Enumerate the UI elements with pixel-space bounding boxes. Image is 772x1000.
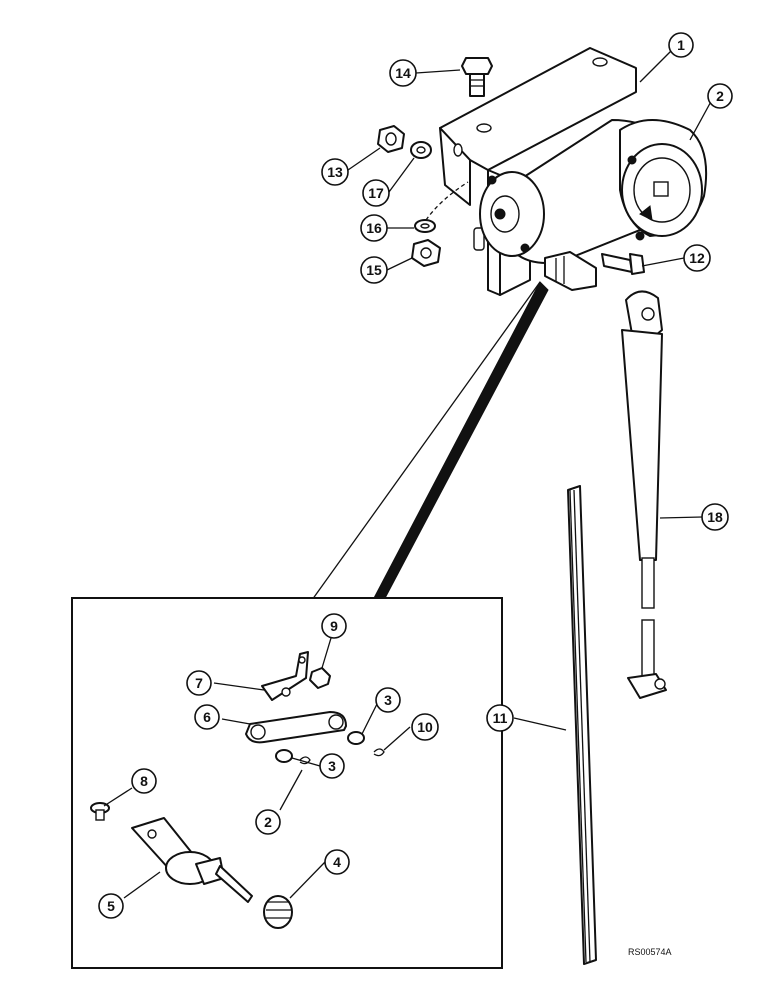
svg-text:10: 10	[417, 719, 433, 735]
crank-7	[261, 651, 309, 701]
svg-text:17: 17	[368, 185, 384, 201]
svg-text:4: 4	[333, 854, 341, 870]
bolt-14	[461, 57, 493, 97]
callout-1: 1	[668, 32, 694, 58]
svg-text:3: 3	[384, 692, 392, 708]
svg-text:18: 18	[707, 509, 723, 525]
wiper-arm	[621, 290, 667, 699]
callout-3-upper: 3	[375, 687, 401, 713]
assembly-line	[425, 181, 469, 221]
washer-3b	[275, 749, 293, 763]
nut-13	[377, 125, 405, 153]
callout-7: 7	[186, 670, 212, 696]
svg-text:1: 1	[677, 37, 685, 53]
clip-2	[299, 756, 311, 765]
leader-lines	[103, 47, 715, 899]
callout-17: 17	[362, 179, 390, 207]
callout-2: 2	[707, 83, 733, 109]
link-6	[245, 711, 347, 744]
svg-text:13: 13	[327, 164, 343, 180]
svg-text:9: 9	[330, 618, 338, 634]
wiper-blade	[567, 485, 597, 965]
svg-text:3: 3	[328, 758, 336, 774]
svg-text:8: 8	[140, 773, 148, 789]
callout-2-detail: 2	[255, 809, 281, 835]
callout-16: 16	[360, 214, 388, 242]
wiper-motor	[479, 119, 708, 291]
svg-text:16: 16	[366, 220, 382, 236]
callout-3-lower: 3	[319, 753, 345, 779]
svg-text:6: 6	[203, 709, 211, 725]
callout-18: 18	[701, 503, 729, 531]
washer-3a	[347, 731, 365, 745]
callout-11: 11	[486, 704, 514, 732]
nut-15	[411, 239, 441, 267]
bolt-12	[601, 253, 645, 275]
svg-text:2: 2	[716, 88, 724, 104]
detail-connector	[311, 281, 549, 601]
callout-12: 12	[683, 244, 711, 272]
svg-text:15: 15	[366, 262, 382, 278]
callout-15: 15	[360, 256, 388, 284]
figure-code: RS00574A	[628, 947, 672, 957]
clip-10	[373, 748, 385, 757]
svg-text:7: 7	[195, 675, 203, 691]
svg-text:5: 5	[107, 898, 115, 914]
control-housing-5	[131, 817, 253, 903]
callout-6: 6	[194, 704, 220, 730]
callout-4: 4	[324, 849, 350, 875]
callout-13: 13	[321, 158, 349, 186]
svg-text:2: 2	[264, 814, 272, 830]
svg-text:12: 12	[689, 250, 705, 266]
knob-4	[263, 895, 293, 929]
callout-8: 8	[131, 768, 157, 794]
callout-5: 5	[98, 893, 124, 919]
callout-14: 14	[389, 59, 417, 87]
washer-16	[414, 219, 436, 233]
callout-9: 9	[321, 613, 347, 639]
svg-text:11: 11	[493, 710, 508, 726]
svg-text:14: 14	[395, 65, 411, 81]
callout-10: 10	[411, 713, 439, 741]
lock-washer-17	[410, 141, 432, 159]
